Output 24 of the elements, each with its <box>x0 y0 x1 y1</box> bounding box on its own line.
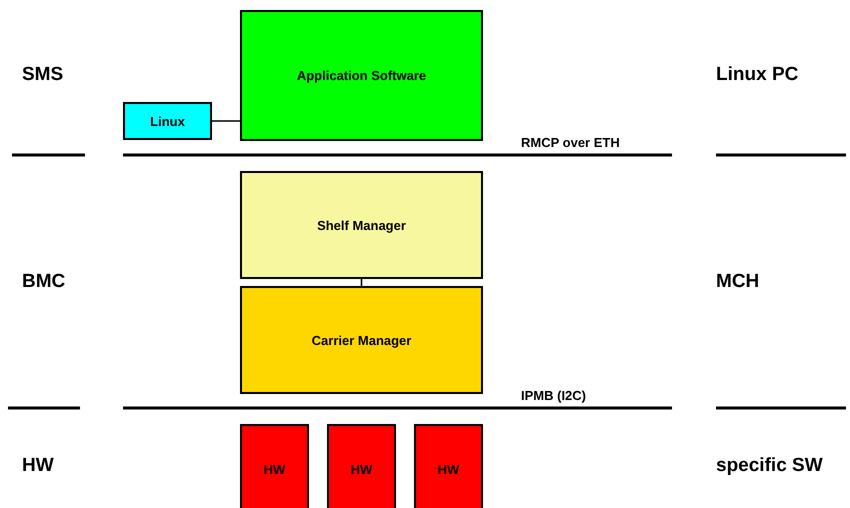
layer-label: SMS <box>22 64 64 86</box>
node-label: Carrier Manager <box>312 332 412 348</box>
bus-label: IPMB (I2C) <box>521 388 586 403</box>
process-box <box>123 102 212 140</box>
node-label: Linux <box>150 114 185 128</box>
hardware-box <box>414 424 483 508</box>
node-label: Application Software <box>296 68 426 83</box>
layer-label: Linux PC <box>716 64 798 86</box>
connector-line <box>212 120 240 122</box>
layer-label: specific SW <box>716 455 823 477</box>
node-label: HW <box>350 462 372 476</box>
layer-label: HW <box>22 455 54 477</box>
hardware-box <box>327 424 396 508</box>
node-label: Shelf Manager <box>317 218 406 232</box>
node-label: HW <box>438 462 460 476</box>
node-label: HW <box>264 462 286 476</box>
layer-label: BMC <box>22 271 66 293</box>
process-box <box>240 286 483 394</box>
process-box <box>240 10 483 141</box>
connector-line <box>360 279 362 286</box>
bus-label: RMCP over ETH <box>521 135 620 150</box>
layer-label: MCH <box>716 271 760 293</box>
hardware-box <box>240 424 309 508</box>
process-box <box>240 171 483 279</box>
